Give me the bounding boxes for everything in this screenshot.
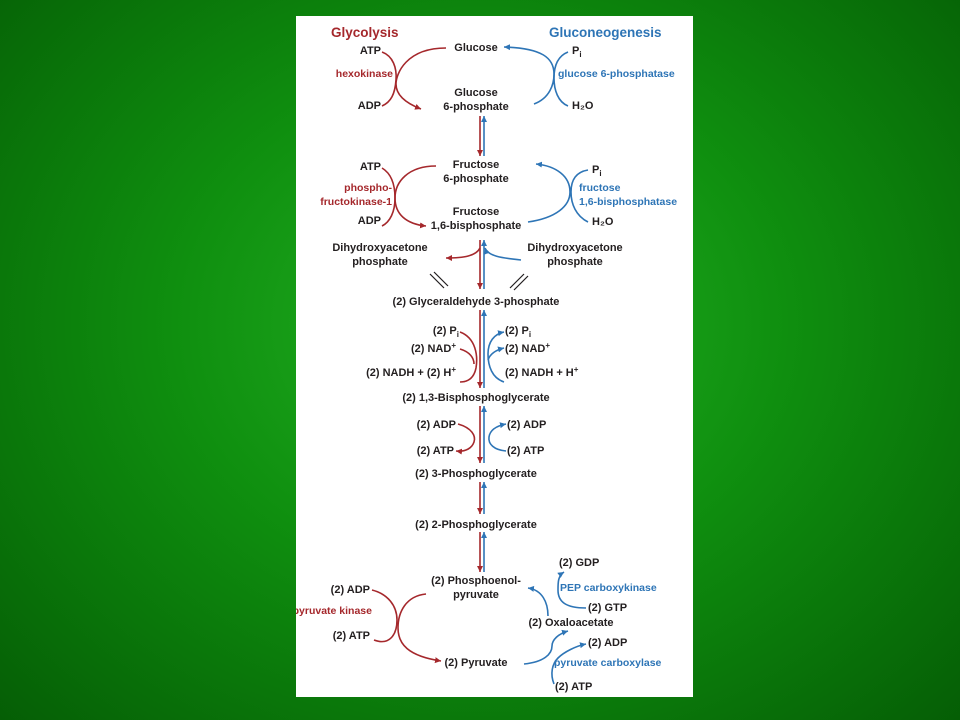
3pg-label: (2) 3-Phosphoglycerate [415, 468, 537, 480]
pyruvate-label: (2) Pyruvate [445, 657, 508, 669]
pyruvate-kinase-step: (2) ADP pyruvate kinase (2) ATP [296, 584, 442, 664]
glucose-6-phosphate-label-2: 6-phosphate [443, 101, 508, 113]
bpg-label: (2) 1,3-Bisphosphoglycerate [402, 392, 549, 404]
pepck-gdp: (2) GDP [559, 557, 599, 569]
fbpase-h2o: H₂O [592, 216, 614, 228]
pc-adp: (2) ADP [588, 637, 627, 649]
gapdh-gng-pi: (2) Pi [505, 325, 531, 339]
pgk-gng-atp: (2) ATP [507, 445, 544, 457]
fbpase-label-1: fructose [579, 182, 621, 194]
pep-carboxykinase-label: PEP carboxykinase [560, 582, 657, 594]
dhap-left-label-1: Dihydroxyacetone [332, 242, 427, 254]
pepck-gtp: (2) GTP [588, 602, 627, 614]
pathway-panel: Glycolysis Gluconeogenesis Glucose Gluco… [296, 16, 693, 697]
fbpase-step: Pi fructose 1,6-bisphosphatase H₂O [527, 161, 677, 228]
fbpase-pi: Pi [592, 164, 602, 178]
gapdh-gly-nadh: (2) NADH + (2) H+ [366, 365, 456, 379]
glucose-6-phosphatase-step: Pi glucose 6-phosphatase H₂O [503, 44, 675, 112]
gapdh-gly-pi: (2) Pi [433, 325, 459, 339]
g6pase-h2o: H₂O [572, 100, 594, 112]
pep-label-2: pyruvate [453, 589, 499, 601]
pgk-gly-adp: (2) ADP [417, 419, 456, 431]
hexokinase-adp: ADP [358, 100, 381, 112]
dhap-left-label-2: phosphate [352, 256, 408, 268]
oxaloacetate-label: (2) Oxaloacetate [529, 617, 614, 629]
hexokinase-label: hexokinase [336, 68, 393, 80]
gapdh-gng-nadh: (2) NADH + H+ [505, 365, 579, 379]
fructose-6-phosphate-label-1: Fructose [453, 159, 499, 171]
gapdh-gly-nad: (2) NAD+ [411, 341, 456, 355]
pfk-label-2: fructokinase-1 [320, 196, 392, 208]
pyruvate-carboxylase-label: pyruvate carboxylase [554, 657, 662, 669]
pgk-gly-atp: (2) ATP [417, 445, 454, 457]
pk-atp: (2) ATP [333, 630, 370, 642]
pk-adp: (2) ADP [331, 584, 370, 596]
glycolysis-gluconeogenesis-diagram: Glycolysis Gluconeogenesis Glucose Gluco… [296, 25, 677, 693]
glucose-6-phosphate-label-1: Glucose [454, 87, 497, 99]
fructose-bisphosphate-label-1: Fructose [453, 206, 499, 218]
glycolysis-heading: Glycolysis [331, 25, 399, 40]
pc-atp: (2) ATP [555, 681, 592, 693]
pep-label-1: (2) Phosphoenol- [431, 575, 521, 587]
gap-label: (2) Glyceraldehyde 3-phosphate [393, 296, 560, 308]
dhap-right-label-1: Dihydroxyacetone [527, 242, 622, 254]
fbpase-label-2: 1,6-bisphosphatase [579, 196, 677, 208]
glucose-label: Glucose [454, 42, 497, 54]
pfk-label-1: phospho- [344, 182, 392, 194]
fructose-bisphosphate-label-2: 1,6-bisphosphate [431, 220, 521, 232]
g6pase-pi: Pi [572, 45, 582, 59]
fructose-6-phosphate-label-2: 6-phosphate [443, 173, 508, 185]
pyruvate-kinase-label: pyruvate kinase [296, 605, 372, 617]
hexokinase-step: ATP hexokinase ADP [336, 45, 447, 112]
gapdh-gng-nad: (2) NAD+ [505, 341, 550, 355]
pfk-adp: ADP [358, 215, 381, 227]
pgk-gng-adp: (2) ADP [507, 419, 546, 431]
aldolase-branch [429, 247, 529, 291]
pgk-step: (2) ADP (2) ATP (2) ADP (2) ATP [417, 419, 547, 457]
hexokinase-atp: ATP [360, 45, 381, 57]
glucose-6-phosphatase-label: glucose 6-phosphatase [558, 68, 675, 80]
pfk1-step: ATP phospho- fructokinase-1 ADP [320, 161, 437, 229]
gapdh-step: (2) Pi (2) NAD+ (2) NADH + (2) H+ (2) Pi… [366, 325, 579, 383]
2pg-label: (2) 2-Phosphoglycerate [415, 519, 537, 531]
pyruvate-carboxylase-step: (2) ADP pyruvate carboxylase (2) ATP [523, 629, 662, 693]
gluconeogenesis-heading: Gluconeogenesis [549, 25, 662, 40]
dhap-right-label-2: phosphate [547, 256, 603, 268]
pfk-atp: ATP [360, 161, 381, 173]
pepck-step: (2) GDP PEP carboxykinase (2) GTP [527, 557, 657, 617]
